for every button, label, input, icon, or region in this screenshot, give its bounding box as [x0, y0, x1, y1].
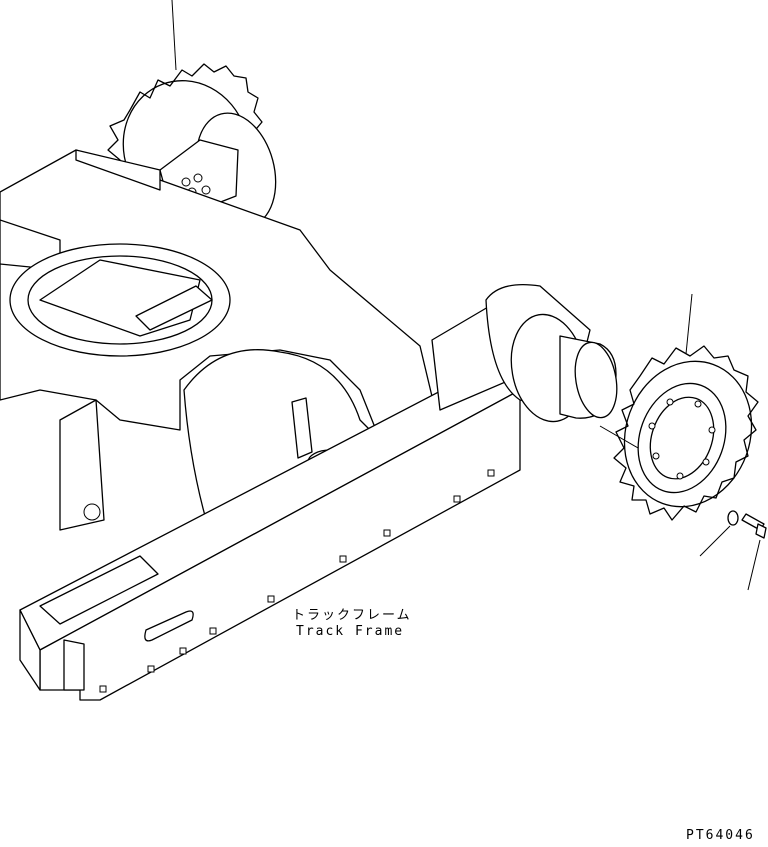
center-bracket: [291, 397, 313, 459]
beam-bolt-hole: [147, 665, 155, 673]
beam-bolt-hole: [383, 529, 391, 537]
part-label-en: Track Frame: [296, 624, 405, 639]
front-sprocket-teeth: [613, 345, 759, 521]
sprocket-bolt-hole: [652, 452, 660, 460]
sprocket-bolt-hole: [702, 458, 710, 466]
front-sprocket-hub: [637, 382, 727, 494]
beam-bolt-hole: [487, 469, 495, 477]
sprocket-bolt-hole: [708, 426, 716, 434]
front-sprocket: [613, 293, 759, 521]
sprocket-bolt-hole: [666, 398, 674, 406]
idler-bracket-hole: [83, 503, 101, 521]
sprocket-bolt-hole: [676, 472, 684, 480]
bolt-leader-line: [747, 539, 761, 591]
washer-leader-line: [699, 525, 731, 557]
rear-hose-fitting: [193, 173, 203, 183]
front-sprocket-leader-line: [685, 293, 693, 355]
sprocket-bolt-hole: [648, 422, 656, 430]
swing-circle-cross-member: [135, 285, 213, 331]
beam-bolt-hole: [267, 595, 275, 603]
idler-bracket: [59, 399, 105, 531]
beam-bolt-hole: [453, 495, 461, 503]
beam-bolt-hole: [179, 647, 187, 655]
travel-motor: [485, 283, 691, 479]
beam-slot-top: [39, 555, 159, 625]
travel-motor-hub-face: [574, 341, 618, 419]
part-label-jp: トラックフレーム: [292, 608, 412, 623]
beam-slot-side: [144, 610, 194, 642]
frame-u-cutout: [183, 349, 381, 541]
rear-hose-fitting: [201, 185, 211, 195]
bolt-head: [755, 523, 767, 539]
rear-sprocket: [107, 0, 277, 228]
beam-bolt-hole: [209, 627, 217, 635]
drawing-number: PT64046: [686, 828, 755, 843]
beam-bolt-hole: [99, 685, 107, 693]
beam-side-face: [39, 389, 521, 701]
rear-sprocket-leader-line: [171, 0, 177, 71]
beam-bolt-hole: [339, 555, 347, 563]
beam-end-face: [19, 609, 41, 691]
frame-top-bracket: [75, 149, 161, 191]
front-sprocket-rim: [623, 360, 753, 508]
sprocket-bolt-hole: [694, 400, 702, 408]
washer: [727, 510, 739, 526]
rear-hose-fitting: [181, 177, 191, 187]
fasteners: [699, 510, 767, 591]
beam-end-channel: [63, 639, 85, 691]
